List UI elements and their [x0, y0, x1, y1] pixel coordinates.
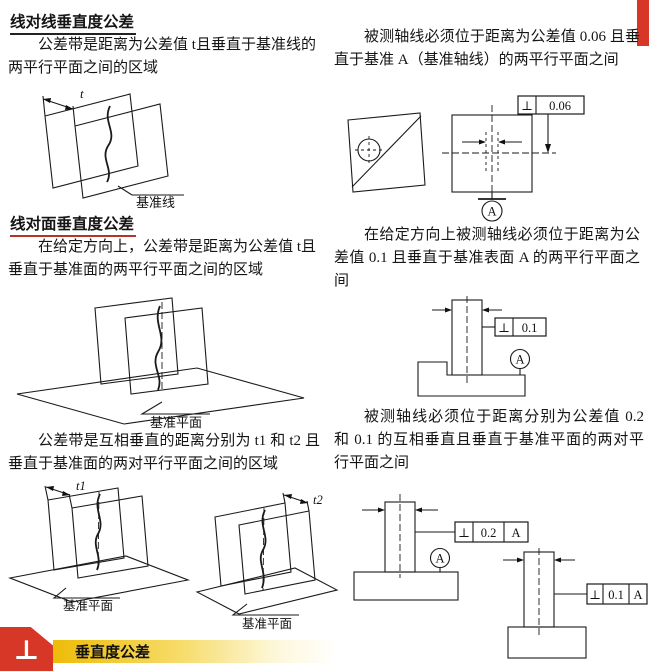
- datum-plane-callout: 基准平面: [231, 603, 299, 631]
- drawing-perpendicularity-01b: ⊥ 0.1 A: [503, 548, 648, 659]
- datum-letter: A: [435, 552, 444, 566]
- actual-line-curve: [259, 509, 267, 589]
- feature-control-frame: ⊥ 0.2 A: [415, 521, 529, 543]
- feature-control-frame: ⊥ 0.06: [517, 95, 585, 153]
- tolerance-value: 0.1: [522, 321, 538, 335]
- zone-arrows: [503, 557, 575, 563]
- perpendicularity-symbol: ⊥: [521, 99, 533, 113]
- datum-plane-callout: 基准平面: [140, 401, 210, 430]
- paragraph-two-directions: 公差带是互相垂直的距离分别为 t1 和 t2 且垂直于基准面的两对平行平面之间的…: [8, 433, 320, 472]
- tolerance-zone-diagram-t2: t2 基准平面: [195, 492, 339, 631]
- datum-plane-label: 基准平面: [63, 599, 113, 613]
- page-corner-strip: [637, 0, 649, 46]
- parallel-planes: [44, 93, 169, 199]
- actual-line-curve: [154, 305, 163, 391]
- datum-plane-face: [16, 367, 305, 425]
- feature-control-frame: ⊥ 0.1 A: [554, 583, 648, 605]
- drawing-perpendicularity-006: ⊥ 0.06 A: [347, 95, 585, 222]
- datum-plane-face: [195, 567, 339, 615]
- base-plate: [507, 626, 587, 659]
- section-title-line-to-plane: 线对面垂直度公差: [10, 212, 137, 237]
- tolerance-value: 0.1: [608, 588, 624, 602]
- tolerance-value: 0.06: [549, 99, 571, 113]
- datum-plane-face: [8, 555, 190, 603]
- drawing-perpendicularity-02: ⊥ 0.2 A A: [353, 494, 529, 601]
- right-view: [442, 105, 556, 196]
- datum-plane-label: 基准平面: [242, 617, 292, 631]
- t-label: t: [80, 86, 84, 101]
- datum-symbol-A: A: [509, 348, 531, 375]
- frame-datum-letter: A: [511, 526, 520, 540]
- stepped-base: [417, 361, 526, 397]
- parallel-planes: [94, 297, 209, 395]
- footer-banner: 垂直度公差: [53, 640, 337, 663]
- parallel-planes: [47, 487, 149, 579]
- column: [384, 501, 416, 573]
- t2-dimension: t2: [282, 492, 323, 512]
- datum-plane-callout: 基准平面: [52, 587, 120, 613]
- perpendicularity-icon: ⊥: [13, 635, 40, 665]
- actual-line-curve: [104, 105, 113, 183]
- paragraph-example-02-01: 被测轴线必须位于距离分别为公差值 0.2 和 0.1 的互相垂直且垂直于基准平面…: [334, 409, 644, 471]
- datum-line-label: 基准线: [136, 195, 175, 210]
- paragraph-example-006: 被测轴线必须位于距离为公差值 0.06 且垂直于基准 A（基准轴线）的两平行平面…: [334, 29, 640, 68]
- feature-control-frame: ⊥ 0.1: [482, 317, 547, 337]
- datum-letter: A: [515, 353, 524, 367]
- tolerance-value: 0.2: [481, 526, 497, 540]
- t1-dimension: t1: [44, 479, 86, 509]
- datum-symbol-A: A: [429, 547, 451, 572]
- section-title-line-to-line: 线对线垂直度公差: [10, 10, 137, 35]
- left-view: [347, 112, 426, 193]
- t2-label: t2: [313, 493, 323, 507]
- tolerance-zone-diagram-line-to-plane: 基准平面: [16, 297, 305, 430]
- footer-title: 垂直度公差: [75, 645, 151, 661]
- tolerance-zone-diagram-line-to-line: t 基准线: [42, 86, 184, 210]
- zone-arrows: [432, 307, 502, 313]
- drawing-perpendicularity-01: ⊥ 0.1 A: [417, 296, 547, 397]
- paragraph-example-01: 在给定方向上被测轴线必须位于距离为公差值 0.1 且垂直于基准表面 A 的两平行…: [334, 227, 640, 289]
- paragraph-line-to-line: 公差带是距离为公差值 t且垂直于基准线的两平行平面之间的区域: [8, 37, 316, 76]
- datum-letter: A: [487, 205, 496, 219]
- frame-datum-letter: A: [633, 588, 642, 602]
- t1-label: t1: [76, 479, 86, 493]
- datum-plane-label: 基准平面: [150, 415, 202, 430]
- tolerance-zone-diagram-t1: t1 基准平面: [8, 479, 190, 613]
- parallel-planes: [214, 502, 316, 595]
- perpendicularity-symbol: ⊥: [498, 321, 510, 335]
- actual-line-curve: [94, 493, 102, 571]
- datum-line-callout: 基准线: [117, 185, 184, 210]
- perpendicularity-symbol: ⊥: [589, 588, 601, 602]
- base-plate: [353, 571, 459, 601]
- zone-arrows: [362, 507, 438, 513]
- footer-symbol-block: ⊥: [0, 627, 53, 671]
- paragraph-line-to-plane: 在给定方向上，公差带是距离为公差值 t且垂直于基准面的两平行平面之间的区域: [8, 239, 316, 278]
- datum-symbol-A: A: [478, 192, 506, 222]
- perpendicularity-symbol: ⊥: [458, 526, 470, 540]
- t-dimension: t: [42, 86, 84, 127]
